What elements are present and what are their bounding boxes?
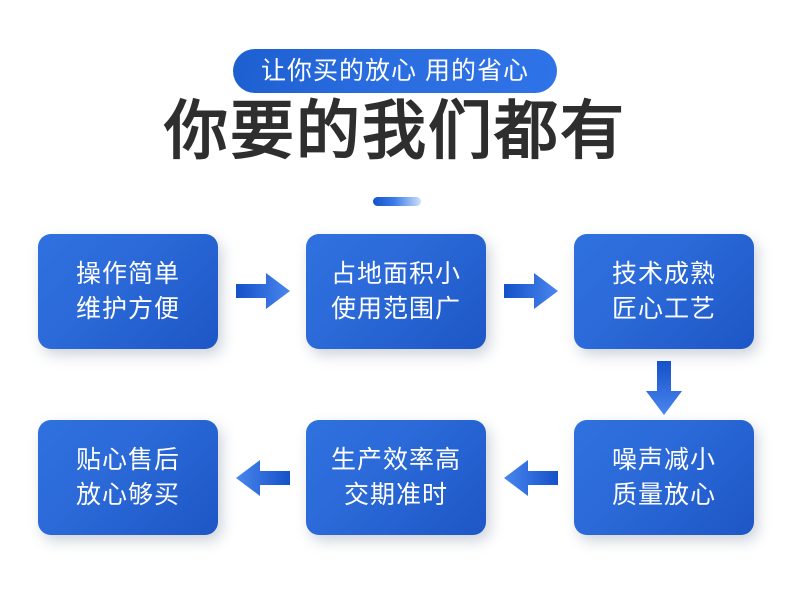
feature-box-line-1: 操作简单 — [75, 260, 180, 288]
feature-box-line-1: 噪声减小 — [611, 446, 716, 474]
feature-box-line-2: 匠心工艺 — [611, 294, 716, 323]
feature-box-line-2: 交期准时 — [343, 480, 448, 509]
feature-box-line-2: 维护方便 — [75, 294, 180, 323]
feature-box-line-1: 生产效率高 — [330, 446, 461, 474]
tagline-badge: 让你买的放心 用的省心 — [233, 49, 557, 93]
feature-box-efficiency: 生产效率高 交期准时 — [306, 420, 486, 535]
arrow-left-icon — [504, 460, 558, 496]
feature-box-line-2: 质量放心 — [611, 480, 716, 509]
feature-box-line-1: 技术成熟 — [611, 260, 716, 288]
feature-box-noise: 噪声减小 质量放心 — [574, 420, 754, 535]
feature-box-line-2: 使用范围广 — [330, 294, 461, 323]
feature-box-line-2: 放心够买 — [75, 480, 180, 509]
feature-box-line-1: 占地面积小 — [330, 260, 461, 288]
arrow-right-icon — [236, 273, 290, 309]
feature-box-line-1: 贴心售后 — [75, 446, 180, 474]
tagline-badge-label: 让你买的放心 用的省心 — [261, 56, 529, 85]
feature-box-after-sales: 贴心售后 放心够买 — [38, 420, 218, 535]
feature-box-footprint: 占地面积小 使用范围广 — [306, 234, 486, 349]
feature-box-technology: 技术成熟 匠心工艺 — [574, 234, 754, 349]
arrow-right-icon — [504, 273, 558, 309]
page-title: 你要的我们都有 — [164, 95, 626, 167]
arrow-down-icon — [646, 361, 682, 415]
title-underline-divider — [373, 197, 421, 206]
arrow-left-icon — [236, 460, 290, 496]
feature-box-operation: 操作简单 维护方便 — [38, 234, 218, 349]
